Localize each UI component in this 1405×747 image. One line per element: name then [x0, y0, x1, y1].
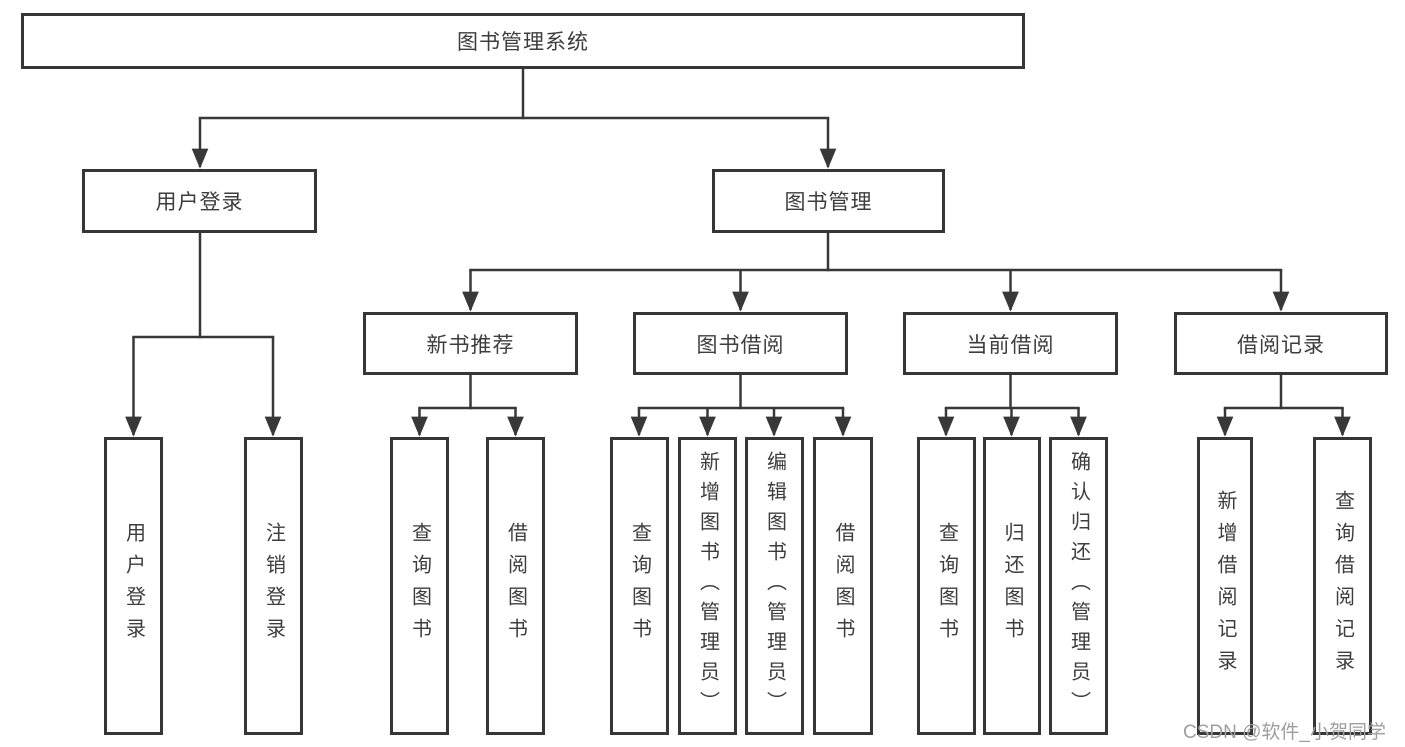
- leaf-query-borrow-record: 查询借阅记录: [1313, 437, 1372, 735]
- node-new-book-recommend-label: 新书推荐: [426, 333, 515, 357]
- node-book-management-label: 图书管理: [784, 191, 873, 214]
- leaf-confirm-return-admin-label: 确认归还（管理员）: [1067, 451, 1090, 721]
- leaf-query-books-2: 查询图书: [610, 437, 669, 735]
- node-book-borrow: 图书借阅: [633, 312, 848, 375]
- leaf-logout-label: 注销登录: [262, 522, 285, 650]
- leaf-logout: 注销登录: [244, 437, 303, 735]
- leaf-confirm-return-admin: 确认归还（管理员）: [1049, 437, 1108, 735]
- leaf-borrow-books-1: 借阅图书: [486, 437, 545, 735]
- leaf-query-books-2-label: 查询图书: [628, 522, 651, 650]
- leaf-user-login-label: 用户登录: [122, 522, 145, 650]
- node-current-borrow: 当前借阅: [903, 312, 1118, 375]
- node-root-label: 图书管理系统: [457, 31, 589, 54]
- leaf-query-books-3-label: 查询图书: [935, 522, 958, 650]
- leaf-user-login: 用户登录: [104, 437, 163, 735]
- leaf-edit-book-admin-label: 编辑图书（管理员）: [763, 451, 786, 721]
- node-user-login: 用户登录: [82, 169, 317, 233]
- leaf-edit-book-admin: 编辑图书（管理员）: [745, 437, 804, 735]
- node-root: 图书管理系统: [21, 13, 1025, 69]
- leaf-add-borrow-record: 新增借阅记录: [1197, 437, 1253, 735]
- leaf-query-books-1: 查询图书: [390, 437, 449, 735]
- leaf-return-book: 归还图书: [983, 437, 1041, 735]
- leaf-return-book-label: 归还图书: [1001, 522, 1023, 650]
- leaf-query-borrow-record-label: 查询借阅记录: [1331, 490, 1354, 682]
- node-borrow-record-label: 借阅记录: [1237, 333, 1325, 357]
- leaf-add-book-admin: 新增图书（管理员）: [678, 437, 737, 735]
- node-current-borrow-label: 当前借阅: [966, 333, 1055, 357]
- node-new-book-recommend: 新书推荐: [363, 312, 578, 375]
- leaf-borrow-books-2-label: 借阅图书: [832, 522, 854, 650]
- leaf-borrow-books-1-label: 借阅图书: [504, 522, 527, 650]
- leaf-add-borrow-record-label: 新增借阅记录: [1214, 490, 1236, 682]
- leaf-query-books-3: 查询图书: [917, 437, 976, 735]
- leaf-query-books-1-label: 查询图书: [408, 522, 431, 650]
- node-user-login-label: 用户登录: [155, 191, 244, 214]
- leaf-add-book-admin-label: 新增图书（管理员）: [696, 451, 719, 721]
- node-book-borrow-label: 图书借阅: [696, 333, 785, 357]
- node-book-management: 图书管理: [712, 169, 945, 233]
- node-borrow-record: 借阅记录: [1174, 312, 1388, 375]
- leaf-borrow-books-2: 借阅图书: [813, 437, 873, 735]
- csdn-watermark: CSDN @软件_小贺同学: [1183, 722, 1386, 743]
